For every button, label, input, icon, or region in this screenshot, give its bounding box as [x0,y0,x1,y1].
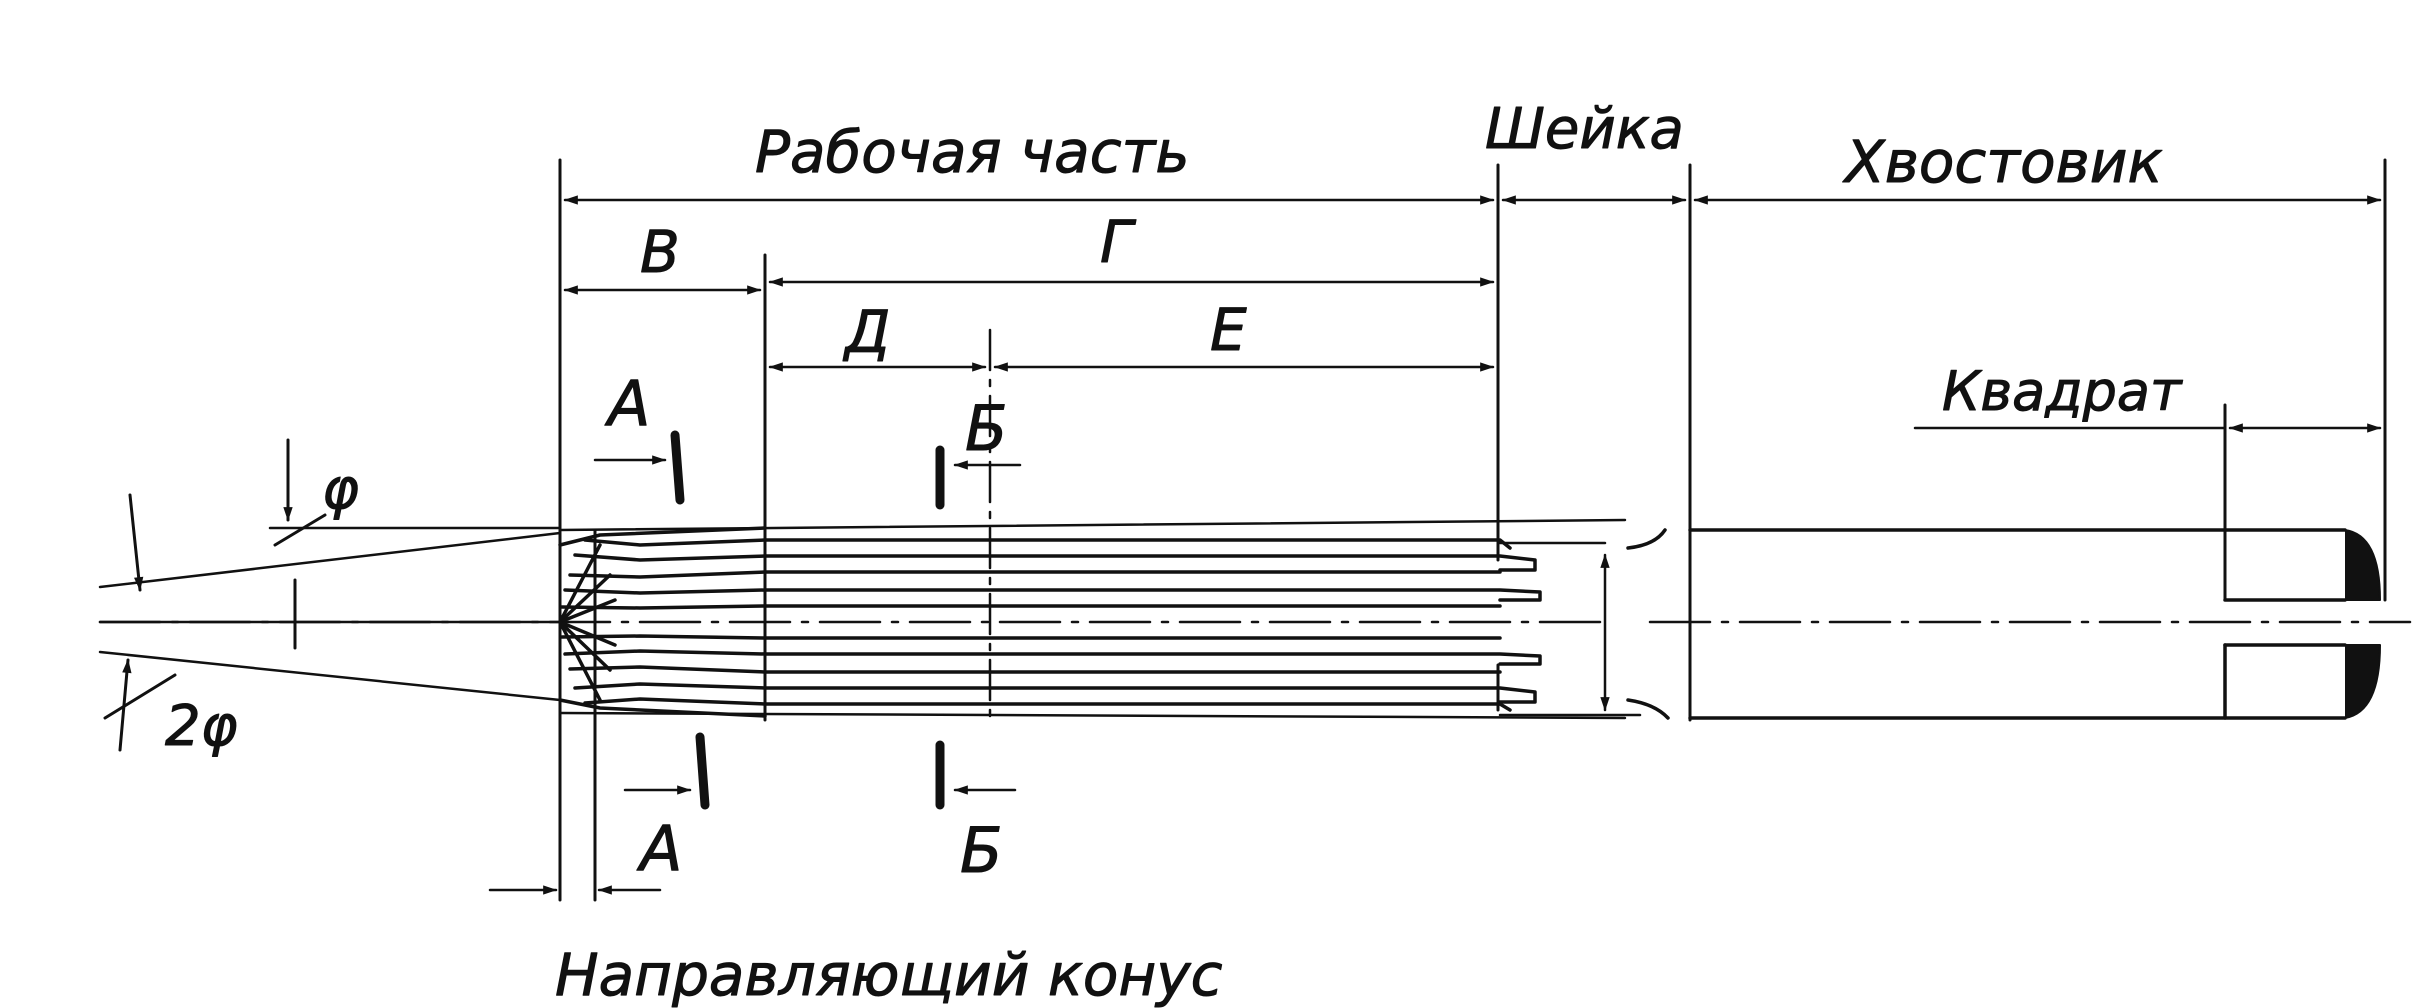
section-mark-b-bottom [935,740,1017,810]
two-phi-label: 2φ [165,694,238,759]
neck-shank [1626,158,2387,722]
section-mark-a-bottom [623,732,710,810]
square-label: Квадрат [1942,360,2183,423]
section-a-top-label: А [604,367,650,440]
section-b-bottom-label: Б [960,814,1003,887]
section-b-top-label: Б [965,392,1008,465]
neck-label: Шейка [1485,97,1684,162]
cone-angle-lines [98,526,562,702]
dim-d-label: Д [842,298,890,366]
guide-cone-label: Направляющий конус [555,941,1223,1008]
dimension-lines [488,195,2382,895]
dim-g-label: Г [1100,208,1137,276]
working-part-body [558,158,1627,902]
section-a-bottom-label: А [636,812,682,885]
dim-v-label: В [640,218,680,286]
phi-angle-marker [103,438,327,752]
shank-label: Хвостовик [1842,128,2162,196]
phi-label: φ [322,457,359,522]
section-mark-a-top [593,430,685,505]
diameter-dimension [1498,541,1642,717]
dim-e-label: Е [1210,296,1247,364]
working-part-label: Рабочая часть [755,118,1190,186]
section-mark-b-top [935,445,1022,510]
